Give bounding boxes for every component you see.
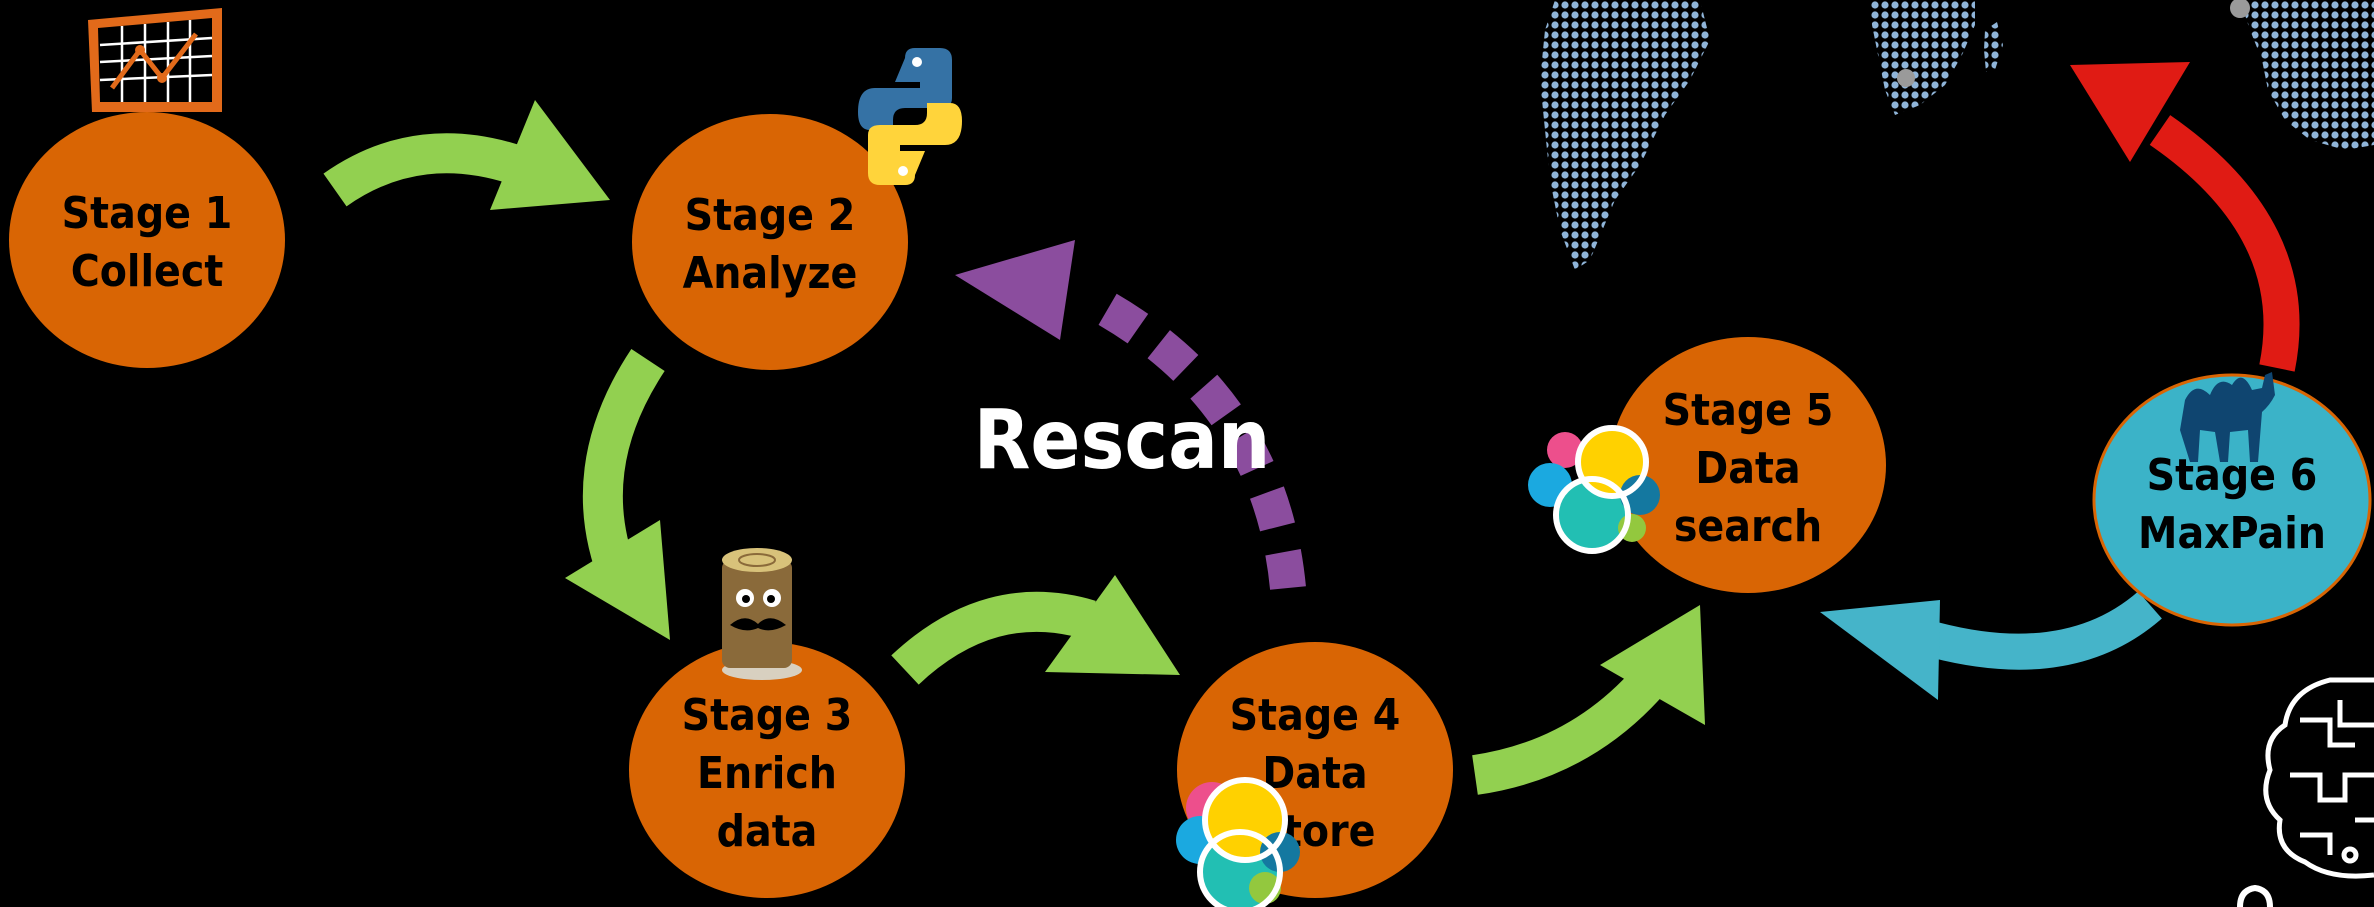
log-mascot-icon	[722, 548, 802, 680]
stage-5-line2: Data	[1695, 443, 1800, 494]
stage-6-line1: Stage 6	[2147, 450, 2318, 501]
stage-6-line2: MaxPain	[2138, 508, 2326, 559]
stage-5-line1: Stage 5	[1663, 385, 1834, 436]
arrow-stage3-to-stage4	[891, 575, 1180, 685]
stage-3-line1: Stage 3	[682, 690, 853, 741]
stage-3-line2: Enrich	[697, 748, 837, 799]
stage-1-line2: Collect	[71, 246, 224, 297]
chart-board-icon	[88, 8, 222, 112]
stage-3: Stage 3 Enrich data	[629, 642, 905, 898]
stage-6: Stage 6 MaxPain	[2092, 373, 2372, 627]
arrow-stage6-to-stage5	[1820, 591, 2162, 700]
stage-2: Stage 2 Analyze	[632, 114, 908, 370]
arrow-rescan	[955, 240, 1306, 590]
python-icon	[858, 48, 962, 185]
world-map-icon	[1540, 0, 2374, 270]
stage-2-line1: Stage 2	[685, 190, 856, 241]
brain-circuit-icon	[2263, 677, 2374, 879]
stage-1: Stage 1 Collect	[9, 112, 285, 368]
arrow-stage6-to-world	[2070, 62, 2300, 372]
elastic-icon	[1528, 425, 1660, 554]
stage-4-line1: Stage 4	[1230, 690, 1401, 741]
brain-text-fragment	[2237, 884, 2273, 907]
elastic-icon	[1176, 777, 1300, 907]
stage-5-line3: search	[1674, 501, 1822, 552]
stage-1-line1: Stage 1	[62, 188, 233, 239]
arrow-stage2-to-stage3	[565, 348, 670, 640]
stage-5: Stage 5 Data search	[1610, 337, 1886, 593]
camel-icon	[2180, 372, 2275, 462]
stage-2-line2: Analyze	[683, 248, 858, 299]
stage-4-line2: Data	[1262, 748, 1367, 799]
arrow-stage1-to-stage2	[323, 100, 610, 210]
arrow-stage4-to-stage5	[1471, 605, 1705, 795]
stage-3-line3: data	[717, 806, 818, 857]
rescan-label: Rescan	[974, 393, 1271, 488]
